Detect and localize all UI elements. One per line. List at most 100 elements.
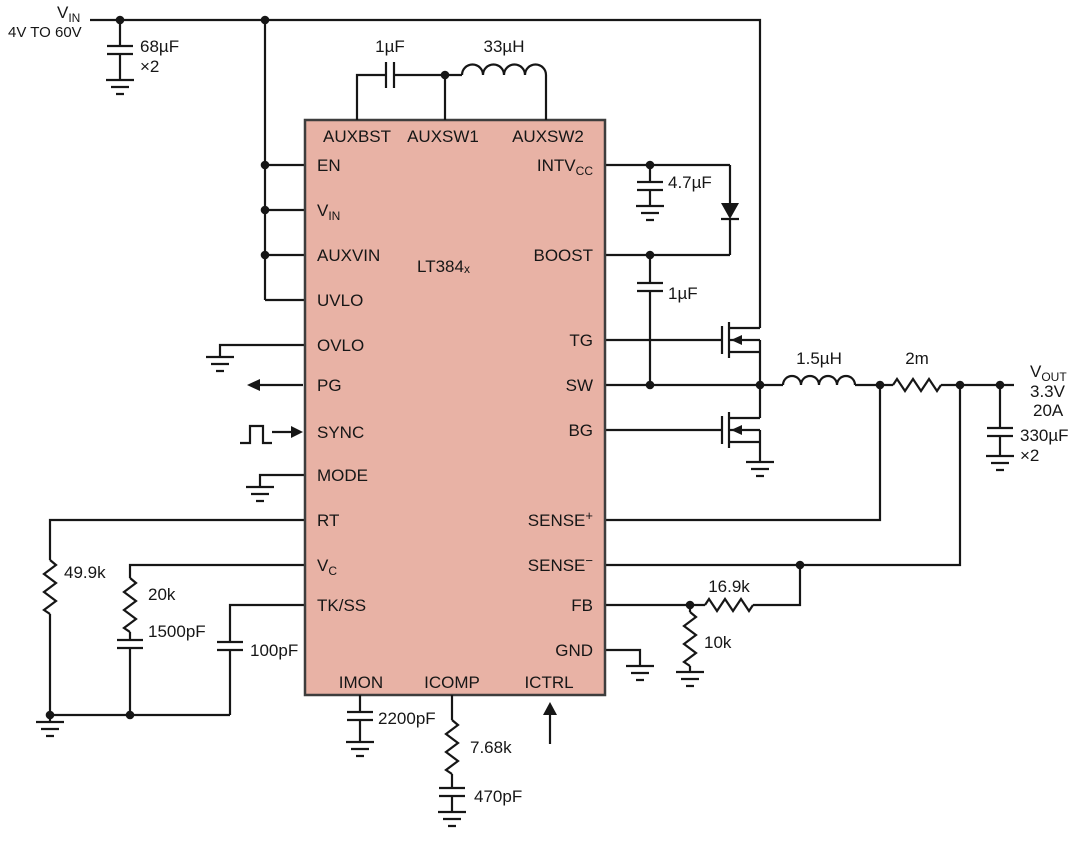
ground-comp-bottom: [36, 720, 64, 738]
feedback-network: 16.9k 10k: [676, 577, 754, 688]
wire-mode: [258, 473, 305, 487]
junction-dots: [45, 15, 1005, 720]
ground-icomp: [438, 810, 466, 828]
ground-ovlo: [206, 355, 234, 373]
label-input-cap: 68µF: [140, 37, 179, 56]
pin-label-vc: VC: [317, 556, 337, 578]
wire-vc: [128, 563, 305, 715]
input-network: 68µF ×2 VIN 4V TO 60V: [8, 3, 179, 96]
ic-body: [303, 118, 607, 697]
label-vout-voltage: 3.3V: [1030, 382, 1066, 401]
capacitor-comp-plates: [117, 638, 143, 650]
wire-ovlo: [218, 343, 305, 357]
pin-label-bg: BG: [568, 421, 593, 440]
resistor-icomp: [444, 719, 460, 775]
pg-output-arrow: [247, 379, 303, 391]
pin-label-sense-plus: SENSE+: [528, 508, 593, 530]
pin-labels-top: AUXBST AUXSW1 AUXSW2: [323, 127, 584, 146]
pg-arrow-icon: [247, 379, 260, 391]
pin-label-icomp: ICOMP: [424, 673, 480, 692]
junction-dot: [645, 160, 655, 170]
junction-dot: [645, 380, 655, 390]
resistor-comp: [122, 577, 138, 633]
label-comp-cap: 1500pF: [148, 622, 206, 641]
imon-network: 2200pF: [346, 695, 436, 758]
wire-rt-comp-bottom: [48, 518, 305, 722]
label-input-cap-qty: ×2: [140, 57, 159, 76]
resistor-sense: [892, 377, 942, 393]
label-icomp-cap: 470pF: [474, 787, 522, 806]
resistor-rt: [42, 559, 58, 615]
mosfet-top-arrow-icon: [731, 335, 742, 345]
resistor-fb-top: [704, 597, 754, 613]
label-output-cap: 330µF: [1020, 426, 1069, 445]
label-rt-resistor: 49.9k: [64, 563, 106, 582]
label-intvcc-cap: 4.7µF: [668, 173, 712, 192]
pin-label-sync: SYNC: [317, 423, 364, 442]
resistor-fb-bottom: [682, 611, 698, 667]
wire-vin-rail: [90, 18, 762, 328]
capacitor-boost-plates: [637, 281, 663, 293]
junction-dot: [260, 15, 270, 25]
wire-sense-plus: [605, 385, 882, 522]
icomp-network: 7.68k 470pF: [438, 695, 522, 828]
sync-input: [240, 424, 303, 445]
pin-label-pg: PG: [317, 376, 342, 395]
junction-dot: [125, 710, 135, 720]
label-aux-cap: 1µF: [375, 37, 405, 56]
capacitor-output-plates: [987, 426, 1013, 438]
capacitor-icomp-plates: [439, 786, 465, 798]
ground-fb-divider: [676, 670, 704, 688]
wire-auxbst: [355, 73, 548, 120]
pin-label-sw: SW: [566, 376, 593, 395]
label-fb-top-resistor: 16.9k: [708, 577, 750, 596]
label-output-inductor: 1.5µH: [796, 349, 842, 368]
ictrl-arrow-icon: [543, 702, 557, 715]
pin-label-fb: FB: [571, 596, 593, 615]
pin-label-tkss: TK/SS: [317, 596, 366, 615]
label-fb-bottom-resistor: 10k: [704, 633, 732, 652]
junction-dot: [875, 380, 885, 390]
pin-labels-bottom: IMON ICOMP ICTRL: [339, 673, 574, 692]
capacitor-aux-1uf: [384, 62, 396, 88]
junction-dot: [685, 600, 695, 610]
pin-labels-left: EN VIN AUXVIN UVLO OVLO PG SYNC MODE RT …: [317, 156, 380, 615]
label-vin-range: 4V TO 60V: [8, 24, 82, 41]
capacitor-imon-plates: [347, 710, 373, 722]
pin-label-auxbst: AUXBST: [323, 127, 391, 146]
junction-dot: [755, 380, 765, 390]
pin-label-vin: VIN: [317, 201, 340, 223]
ground-output-cap: [986, 454, 1014, 472]
top-mosfet: [720, 322, 762, 385]
pin-label-auxvin: AUXVIN: [317, 246, 380, 265]
label-comp-resistor: 20k: [148, 585, 176, 604]
junction-dot: [440, 70, 450, 80]
pin-label-ovlo: OVLO: [317, 336, 364, 355]
bottom-mosfet: [720, 385, 774, 478]
label-imon-cap: 2200pF: [378, 709, 436, 728]
rt-comp-network: 49.9k 20k 1500pF 100pF: [36, 559, 298, 738]
junction-dot: [645, 250, 655, 260]
pin-label-boost: BOOST: [533, 246, 593, 265]
junction-dot: [45, 710, 55, 720]
pin-label-intvcc: INTVCC: [537, 156, 593, 178]
intvcc-boost-network: 4.7µF 1µF: [636, 165, 739, 385]
aux-boost-network: 1µF 33µH: [355, 37, 548, 120]
sync-pulse-icon: [240, 424, 272, 445]
pin-label-en: EN: [317, 156, 341, 175]
pin-label-auxsw1: AUXSW1: [407, 127, 479, 146]
pin-label-gnd: GND: [555, 641, 593, 660]
label-sense-resistor: 2m: [905, 349, 929, 368]
label-aux-inductor: 33µH: [484, 37, 525, 56]
label-vout-current: 20A: [1033, 401, 1064, 420]
junction-dot: [260, 250, 270, 260]
ground-intvcc-cap: [636, 204, 664, 222]
junction-dot: [955, 380, 965, 390]
junction-dot: [260, 160, 270, 170]
junction-dot: [795, 560, 805, 570]
pin-labels-right: INTVCC BOOST TG SW BG SENSE+ SENSE− FB G…: [528, 156, 594, 660]
inductor-output: [781, 374, 857, 386]
sync-arrow-icon: [291, 426, 303, 438]
capacitor-input-plates: [107, 44, 133, 56]
ground-mode: [246, 485, 274, 503]
